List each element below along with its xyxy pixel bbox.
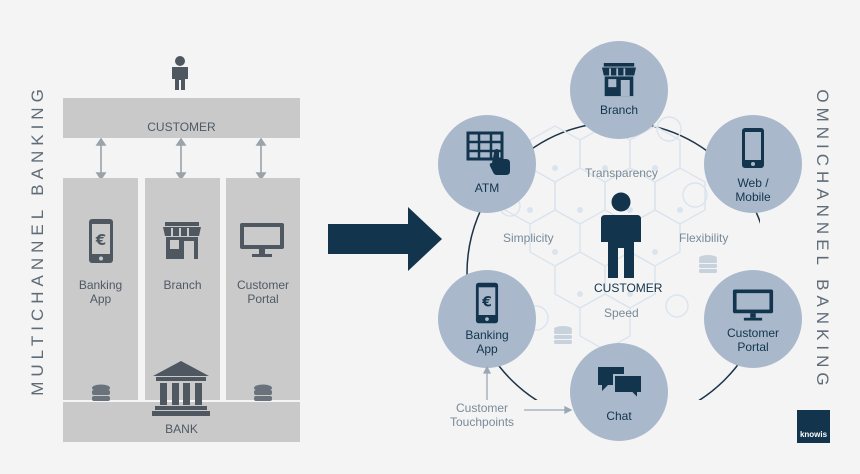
mobile-euro-icon: €	[475, 281, 499, 325]
touchpoint-chat-label: Chat	[606, 409, 632, 423]
omnichannel-side-label: OMNICHANNEL BANKING	[813, 89, 832, 391]
bank-building-icon	[152, 360, 210, 416]
touchpoints-callout-label: Customer Touchpoints	[450, 401, 515, 429]
person-icon	[167, 56, 193, 90]
trait-simplicity: Simplicity	[503, 231, 554, 245]
touchpoint-web-mobile: Web / Mobile	[704, 115, 802, 213]
touchpoint-atm-label: ATM	[474, 181, 500, 195]
touchpoint-branch-label: Branch	[599, 103, 639, 117]
trait-speed: Speed	[604, 306, 639, 320]
touchpoint-customer-portal: Customer Portal	[704, 270, 802, 368]
touchpoint-banking-app: € Banking App	[438, 270, 536, 368]
customer-bar: CUSTOMER	[63, 98, 300, 138]
touchpoint-branch: Branch	[570, 41, 668, 139]
chat-bubbles-icon	[596, 365, 644, 401]
center-customer-label: CUSTOMER	[594, 281, 663, 295]
channel-label-branch: Branch	[163, 278, 202, 292]
touchpoint-banking-app-label: Banking App	[465, 328, 509, 356]
callout-arrows	[482, 366, 573, 415]
monitor-icon	[239, 222, 285, 258]
channel-label-banking-app: Banking App	[78, 278, 123, 306]
channel-column-banking-app: € Banking App	[63, 178, 138, 407]
storefront-icon	[162, 222, 202, 260]
knowis-logo-text: knowis	[799, 430, 828, 439]
svg-text:€: €	[481, 295, 492, 311]
transition-arrow	[328, 207, 442, 271]
mobile-phone-icon	[741, 127, 765, 169]
connector-arrows	[95, 138, 267, 180]
storefront-icon	[601, 63, 637, 97]
multichannel-side-label: MULTICHANNEL BANKING	[28, 84, 47, 396]
touchpoint-customer-portal-label: Customer Portal	[726, 326, 779, 354]
touchpoint-chat: Chat	[570, 343, 668, 441]
channel-label-customer-portal: Customer Portal	[236, 278, 289, 306]
trait-flexibility: Flexibility	[679, 231, 729, 245]
bank-bar-label: BANK	[165, 422, 198, 436]
customer-person-icon	[600, 192, 642, 278]
atm-keypad-icon	[466, 131, 512, 175]
knowis-logo: knowis	[797, 410, 830, 443]
customer-bar-label: CUSTOMER	[147, 120, 216, 134]
monitor-icon	[732, 288, 774, 322]
trait-transparency: Transparency	[585, 166, 658, 180]
svg-text:€: €	[95, 231, 106, 249]
touchpoint-atm: ATM	[438, 115, 536, 213]
mobile-euro-icon: €	[88, 218, 114, 264]
channel-column-customer-portal: Customer Portal	[226, 178, 300, 407]
touchpoint-web-mobile-label: Web / Mobile	[735, 176, 771, 204]
